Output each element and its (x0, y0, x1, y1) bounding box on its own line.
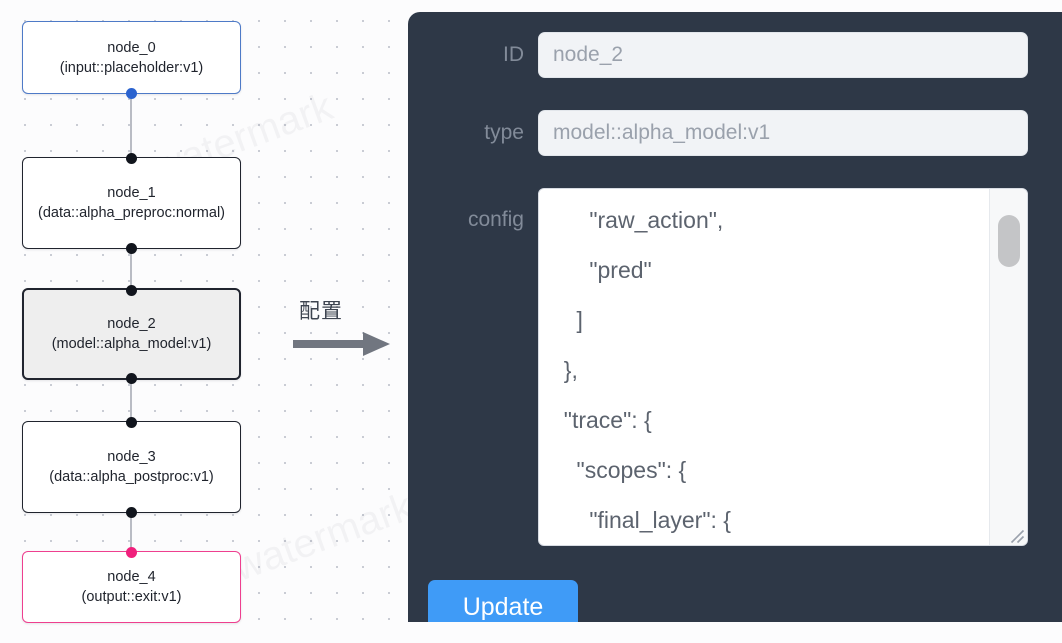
edge-node3-node4 (130, 513, 132, 551)
graph-node-node_1[interactable]: node_1 (data::alpha_preproc:normal) (22, 152, 241, 254)
node-title: node_0 (107, 39, 156, 56)
graph-node-node_4[interactable]: node_4 (output::exit:v1) (22, 546, 241, 623)
node-port-out[interactable] (126, 372, 137, 384)
node-subtitle: (model::alpha_model:v1) (51, 336, 212, 352)
graph-node-node_0[interactable]: node_0 (input::placeholder:v1) (22, 21, 241, 99)
annotation-label: 配置 (299, 299, 343, 323)
node-subtitle: (output::exit:v1) (81, 589, 182, 605)
node-title: node_2 (107, 316, 156, 332)
update-button[interactable]: Update (428, 580, 578, 622)
id-input[interactable] (538, 32, 1028, 78)
config-textarea[interactable]: "raw_action", "pred" ] }, "trace": { "sc… (539, 189, 991, 545)
arrow-right-icon (293, 332, 390, 356)
node-port-out[interactable] (126, 242, 137, 254)
config-field-label: config (467, 208, 524, 231)
config-annotation: 配置 (293, 295, 393, 365)
graph-node-node_3[interactable]: node_3 (data::alpha_postproc:v1) (22, 416, 241, 518)
edge-node2-node3 (130, 380, 132, 421)
node-subtitle: (data::alpha_preproc:normal) (38, 205, 225, 221)
config-editor[interactable]: "raw_action", "pred" ] }, "trace": { "sc… (538, 188, 1028, 546)
field-row-config: config "raw_action", "pred" ] }, "trace"… (418, 188, 1028, 546)
node-port-in[interactable] (126, 284, 137, 296)
edge-node0-node1 (130, 94, 132, 157)
node-port-in[interactable] (126, 416, 137, 428)
type-input[interactable] (538, 110, 1028, 156)
config-scrollbar[interactable] (989, 189, 1027, 545)
node-title: node_4 (107, 569, 156, 585)
node-subtitle: (data::alpha_postproc:v1) (49, 469, 214, 485)
node-port-out[interactable] (126, 87, 137, 99)
node-properties-panel: ID type config "raw_action", "pred" ] },… (408, 12, 1062, 622)
node-port-out[interactable] (126, 506, 137, 518)
node-port-in[interactable] (126, 546, 137, 558)
resize-handle-icon[interactable] (1007, 526, 1025, 544)
field-row-id: ID (418, 32, 1028, 78)
type-field-label: type (484, 121, 524, 144)
node-title: node_3 (107, 449, 156, 465)
node-port-in[interactable] (126, 152, 137, 164)
edge-node1-node2 (130, 249, 132, 288)
field-row-type: type (418, 110, 1028, 156)
node-title: node_1 (107, 185, 156, 201)
config-scrollbar-thumb[interactable] (998, 215, 1020, 267)
node-subtitle: (input::placeholder:v1) (59, 59, 204, 76)
id-field-label: ID (503, 43, 524, 66)
graph-node-node_2[interactable]: node_2 (model::alpha_model:v1) (22, 284, 241, 384)
